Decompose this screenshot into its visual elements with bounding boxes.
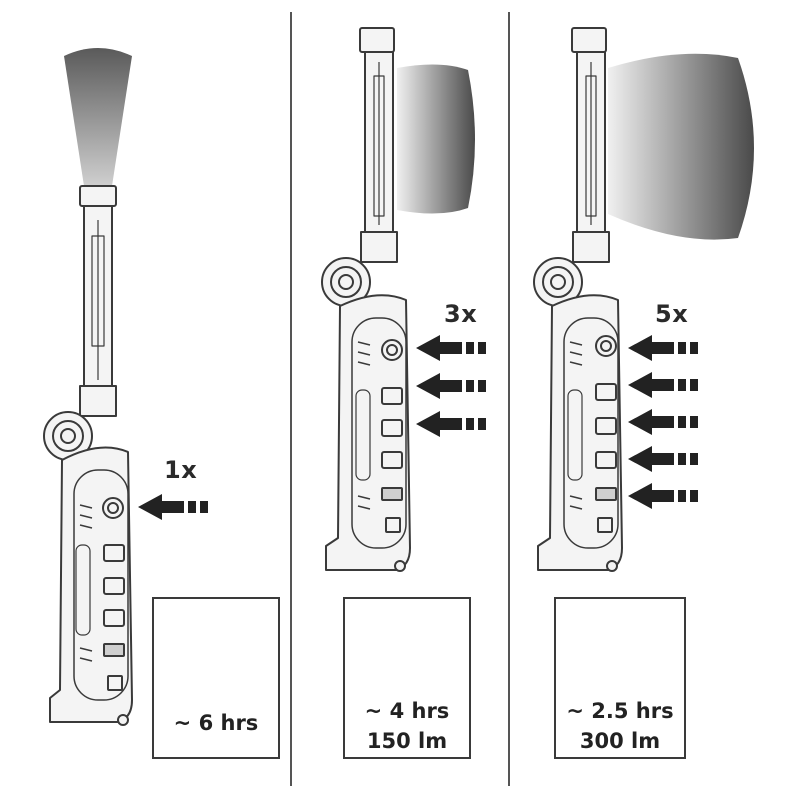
press-arrow-icon xyxy=(138,494,208,520)
worklight-icon xyxy=(43,48,133,726)
runtime-box: ~ 6 hrs xyxy=(152,597,280,759)
press-arrow-icon xyxy=(416,411,486,437)
panel-divider xyxy=(508,12,510,786)
runtime-text: ~ 4 hrs xyxy=(364,699,450,723)
panel-divider xyxy=(290,12,292,786)
press-arrow-icon xyxy=(416,335,486,361)
press-arrow-icon xyxy=(628,372,698,398)
press-count-label: 5x xyxy=(655,300,689,328)
press-arrow-icon xyxy=(628,483,698,509)
runtime-box: ~ 2.5 hrs 300 lm xyxy=(554,597,686,759)
lumen-text: 300 lm xyxy=(579,729,661,753)
press-arrow-icon xyxy=(628,409,698,435)
runtime-text: ~ 6 hrs xyxy=(173,711,259,735)
runtime-text: ~ 2.5 hrs xyxy=(566,699,674,723)
press-count-label: 1x xyxy=(164,456,198,484)
worklight-icon xyxy=(533,27,754,572)
press-arrow-icon xyxy=(628,335,698,361)
press-count-label: 3x xyxy=(444,300,478,328)
lumen-text: 150 lm xyxy=(366,729,448,753)
press-arrow-icon xyxy=(628,446,698,472)
worklight-icon xyxy=(321,27,475,572)
press-arrow-icon xyxy=(416,373,486,399)
runtime-box: ~ 4 hrs 150 lm xyxy=(343,597,471,759)
